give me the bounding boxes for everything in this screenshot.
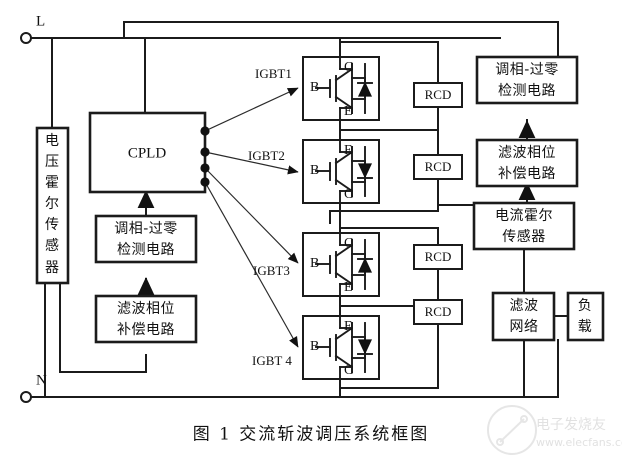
wire-igbt1-to-rcd1 — [339, 41, 439, 84]
filter-phase-comp-left-line1: 滤波相位 — [117, 301, 175, 317]
block-phase-zero-detect-right[interactable]: 调相-过零 检测电路 — [475, 55, 579, 105]
igbt1-pin-c: C — [344, 60, 353, 75]
igbt2-pin-b: B — [310, 163, 319, 178]
igbt3-pin-e: E — [344, 280, 353, 295]
block-cpld[interactable]: CPLD — [88, 111, 210, 194]
block-filter-network[interactable]: 滤波 网络 — [491, 291, 556, 342]
signal-cpld-to-igbt3 — [204, 167, 299, 264]
phase-zero-detect-left-line2: 检测电路 — [117, 242, 175, 258]
igbt2-pin-e: E — [344, 143, 353, 158]
watermark-brand: 电子发烧友 — [536, 417, 606, 433]
igbt3-diode-triangle — [357, 257, 373, 273]
igbt4-label: IGBT 4 — [252, 353, 292, 368]
cpld-pin-dot-1 — [200, 126, 210, 136]
block-phase-zero-detect-left[interactable]: 调相-过零 检测电路 — [94, 214, 198, 264]
block-current-hall-sensor[interactable]: 电流霍尔 传感器 — [472, 201, 576, 251]
voltage-hall-sensor-char-4: 传 — [45, 217, 59, 233]
block-rcd-2[interactable]: RCD — [413, 154, 463, 180]
voltage-hall-sensor-char-0: 电 — [45, 133, 59, 149]
signal-cpld-to-igbt1 — [204, 87, 299, 132]
igbt3-label: IGBT3 — [253, 263, 290, 278]
block-rcd-1[interactable]: RCD — [413, 82, 463, 108]
wire-voltage-sensor-to-filter-comp — [59, 282, 147, 373]
current-hall-sensor-line1: 电流霍尔 — [495, 208, 553, 224]
wiring-layer — [29, 21, 569, 398]
figure-caption: 图 1 交流斩波调压系统框图 — [193, 425, 430, 445]
terminal-N: N — [20, 372, 47, 403]
block-voltage-hall-sensor[interactable]: 电 压 霍 尔 传 感 器 — [35, 126, 70, 285]
block-filter-phase-comp-right[interactable]: 滤波相位 补偿电路 — [475, 138, 579, 188]
igbt4-diode-triangle — [357, 339, 373, 355]
igbt2-pin-c: C — [344, 187, 353, 202]
load-line2: 载 — [578, 319, 593, 335]
rcd-4-label: RCD — [425, 304, 452, 319]
load-line1: 负 — [578, 298, 593, 314]
igbt3-pin-b: B — [310, 256, 319, 271]
filter-phase-comp-left-line2: 补偿电路 — [117, 322, 175, 338]
phase-zero-detect-right-line2: 检测电路 — [498, 83, 556, 99]
terminal-L: L — [20, 13, 45, 44]
block-rcd-3[interactable]: RCD — [413, 244, 463, 270]
voltage-hall-sensor-char-3: 尔 — [45, 196, 59, 212]
rcd-1-label: RCD — [425, 87, 452, 102]
signal-cpld-to-igbt2 — [204, 151, 299, 175]
terminal-L-label: L — [36, 13, 45, 29]
terminal-N-label: N — [36, 372, 47, 388]
voltage-hall-sensor-char-6: 器 — [45, 260, 59, 276]
wire-igbt3-to-rcd3 — [339, 227, 439, 246]
phase-zero-detect-right-line1: 调相-过零 — [495, 62, 559, 78]
igbt4-pin-c: C — [344, 363, 353, 378]
filter-phase-comp-right-line2: 补偿电路 — [498, 166, 556, 182]
igbt1-diode-triangle — [357, 81, 373, 97]
rcd-3-label: RCD — [425, 249, 452, 264]
watermark: 电子发烧友 www.elecfans.com — [487, 405, 622, 455]
cpld-pin-dot-3 — [200, 163, 210, 173]
phase-zero-detect-left-line1: 调相-过零 — [114, 221, 178, 237]
voltage-hall-sensor-char-1: 压 — [45, 154, 59, 170]
wire-rcd4-to-N — [339, 323, 439, 389]
igbt1-label: IGBT1 — [255, 66, 292, 81]
block-filter-phase-comp-left[interactable]: 滤波相位 补偿电路 — [94, 294, 198, 344]
signal-cpld-to-igbt4 — [204, 181, 299, 348]
filter-network-line2: 网络 — [510, 319, 539, 335]
wire-top-return-bus — [123, 21, 559, 58]
block-igbt4[interactable]: E B C IGBT 4 — [252, 315, 380, 380]
igbt3-pin-c: C — [344, 236, 353, 251]
igbt1-pin-b: B — [310, 80, 319, 95]
block-load[interactable]: 负 载 — [566, 291, 605, 342]
rcd-2-label: RCD — [425, 159, 452, 174]
voltage-hall-sensor-char-2: 霍 — [45, 175, 59, 191]
voltage-hall-sensor-char-5: 感 — [45, 237, 59, 254]
block-igbt1[interactable]: C B E IGBT1 — [255, 56, 380, 121]
filter-phase-comp-right-line1: 滤波相位 — [498, 145, 556, 161]
igbt2-label: IGBT2 — [248, 148, 285, 163]
block-igbt3[interactable]: C B E IGBT3 — [253, 232, 380, 297]
current-hall-sensor-line2: 传感器 — [502, 228, 546, 245]
block-igbt2[interactable]: E B C IGBT2 — [248, 139, 380, 204]
filter-network-line1: 滤波 — [510, 298, 539, 314]
igbt4-pin-b: B — [310, 339, 319, 354]
cpld-label: CPLD — [128, 145, 167, 161]
igbt2-diode-triangle — [357, 163, 373, 179]
igbt4-pin-e: E — [344, 319, 353, 334]
block-rcd-4[interactable]: RCD — [413, 299, 463, 325]
igbt1-pin-e: E — [344, 104, 353, 119]
cpld-pin-dot-2 — [200, 147, 210, 157]
watermark-url: www.elecfans.com — [536, 436, 622, 449]
cpld-pin-dot-4 — [200, 177, 210, 187]
